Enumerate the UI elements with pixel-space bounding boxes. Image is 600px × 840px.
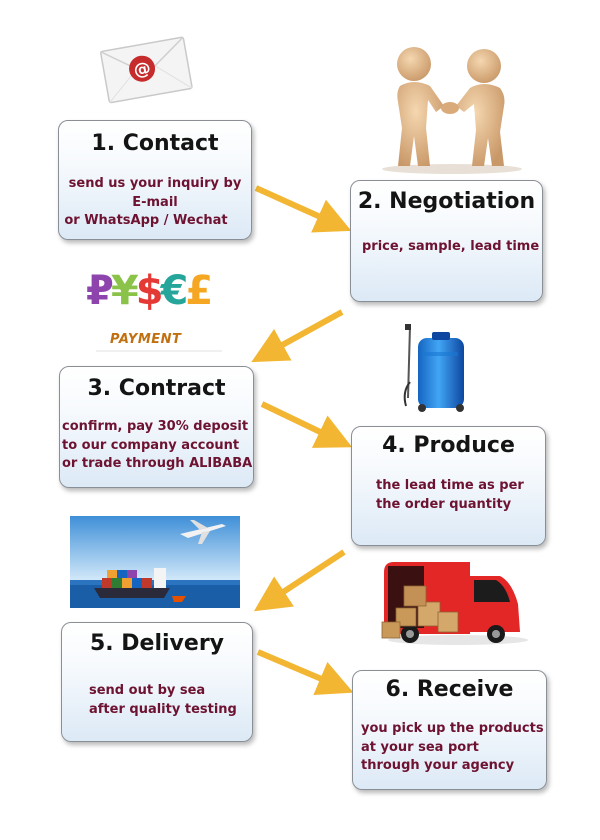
envelope-at-icon: @ xyxy=(96,32,196,104)
handshake-figures-icon xyxy=(372,42,532,174)
step-card-delivery: 5. Delivery send out by sea after qualit… xyxy=(61,622,253,742)
step-description: send us your inquiry by E-mail or WhatsA… xyxy=(59,175,251,231)
step-description-line: to our company account xyxy=(62,437,240,453)
step-description-line: E-mail xyxy=(132,194,178,210)
step-description: the lead time as per the order quantity xyxy=(376,477,524,514)
payment-underline xyxy=(96,350,222,352)
delivery-van-boxes-icon xyxy=(378,552,528,648)
step-card-produce: 4. Produce the lead time as per the orde… xyxy=(351,426,546,546)
arrow-4-to-5 xyxy=(253,549,346,612)
step-description-line: the lead time as per xyxy=(376,478,524,493)
step-title: 1. Contact xyxy=(91,131,219,156)
step-title: 3. Contract xyxy=(87,376,226,401)
step-card-receive: 6. Receive you pick up the products at y… xyxy=(352,670,547,790)
backpack-sprayer-icon xyxy=(400,322,476,416)
arrow-3-to-4 xyxy=(260,401,353,448)
step-description: confirm, pay 30% deposit to our company … xyxy=(62,418,252,474)
step-description-line: price, sample, lead time xyxy=(362,239,540,254)
step-description-line: send us your inquiry by xyxy=(68,176,242,191)
step-card-contract: 3. Contract confirm, pay 30% deposit to … xyxy=(59,366,254,488)
arrow-1-to-2 xyxy=(254,185,352,233)
currency-symbols-icon: ₽¥$€£ xyxy=(86,268,213,314)
step-description-line: or trade through ALIBABA xyxy=(62,456,253,471)
cargo-ship-airplane-icon xyxy=(70,516,240,608)
step-description-line: you pick up the products xyxy=(361,721,544,736)
step-title: 4. Produce xyxy=(382,433,515,458)
step-description-line: after quality testing xyxy=(89,701,237,717)
arrow-5-to-6 xyxy=(256,649,354,696)
step-card-contact: 1. Contact send us your inquiry by E-mai… xyxy=(58,120,252,240)
arrow-2-to-3 xyxy=(251,309,344,363)
step-title: 6. Receive xyxy=(385,677,514,702)
step-card-negotiation: 2. Negotiation price, sample, lead time xyxy=(350,180,543,302)
payment-label: PAYMENT xyxy=(110,332,182,347)
step-description: price, sample, lead time xyxy=(362,238,539,257)
step-description: send out by sea after quality testing xyxy=(89,682,237,719)
step-description-line: through your agency xyxy=(361,758,515,773)
step-description: you pick up the products at your sea por… xyxy=(361,720,544,776)
step-description-line: the order quantity xyxy=(376,496,512,512)
step-description-line: or WhatsApp / Wechat xyxy=(64,213,228,228)
step-title: 2. Negotiation xyxy=(357,189,536,214)
step-title: 5. Delivery xyxy=(89,631,225,656)
svg-text:@: @ xyxy=(132,58,152,81)
step-description-line: confirm, pay 30% deposit xyxy=(62,419,249,434)
step-description-line: at your sea port xyxy=(361,739,479,755)
step-description-line: send out by sea xyxy=(89,683,206,698)
